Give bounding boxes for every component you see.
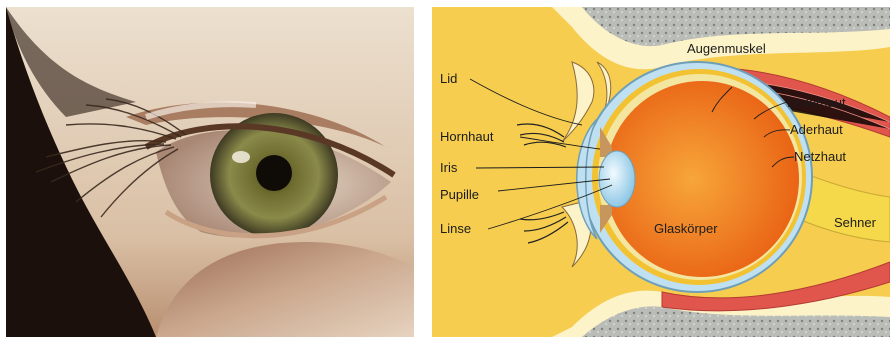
label-lederhaut: Lederhaut (787, 95, 846, 110)
label-lid: Lid (440, 71, 457, 86)
label-linse: Linse (440, 221, 471, 236)
eye-photo-image (6, 7, 414, 337)
label-hornhaut: Hornhaut (440, 129, 494, 144)
eye-anatomy-svg: Augenmuskel Lid Lederhaut Hornhaut Aderh… (432, 7, 890, 337)
eye-photo (6, 7, 414, 337)
label-augenmuskel: Augenmuskel (687, 41, 766, 56)
label-netzhaut: Netzhaut (794, 149, 846, 164)
label-pupille: Pupille (440, 187, 479, 202)
eye-anatomy-diagram: Augenmuskel Lid Lederhaut Hornhaut Aderh… (432, 7, 890, 337)
label-aderhaut: Aderhaut (790, 122, 843, 137)
label-glaskoerper: Glaskörper (654, 221, 718, 236)
label-iris: Iris (440, 160, 458, 175)
label-sehnerv: Sehner (834, 215, 877, 230)
lens (599, 151, 635, 207)
